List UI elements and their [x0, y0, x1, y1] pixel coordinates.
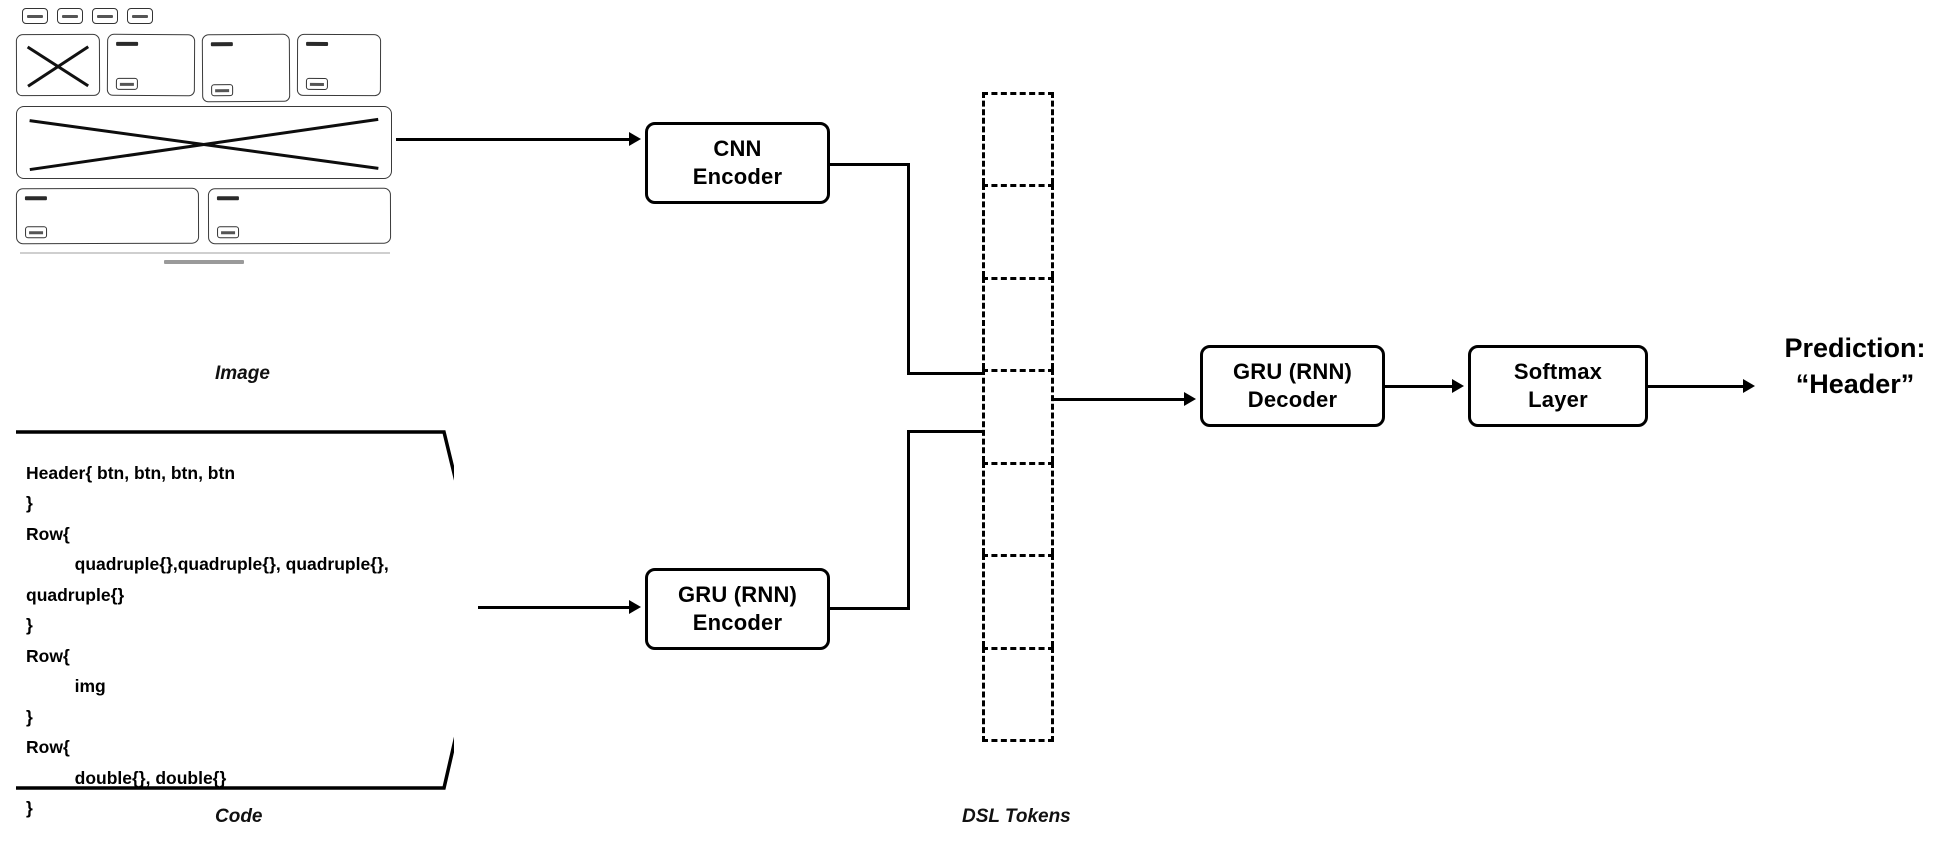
wireframe-card-button: [211, 84, 234, 97]
gru-decoder-block[interactable]: GRU (RNN) Decoder: [1200, 345, 1385, 427]
prediction-value: “Header”: [1795, 369, 1915, 400]
connector-code-to-gru-encoder: [478, 606, 629, 609]
dsl-token-cell[interactable]: [982, 461, 1054, 555]
wireframe-card-button: [305, 77, 328, 90]
input-code-block: Header{ btn, btn, btn, btn } Row{ quadru…: [14, 430, 454, 818]
dsl-token-cell[interactable]: [982, 92, 1054, 185]
cnn-encoder-label-line2: Encoder: [692, 164, 783, 189]
scribble-heading: [24, 196, 47, 201]
wireframe-button-row: [22, 8, 153, 24]
scribble-paragraph: [217, 208, 382, 209]
connector-image-to-cnn: [396, 138, 629, 141]
connector-cnn-out-h1: [830, 163, 910, 166]
wireframe-wide-card-1: [15, 187, 200, 245]
wireframe-card-button: [217, 226, 240, 239]
connector-gru-enc-out-h1: [830, 607, 910, 610]
dsl-token-column: [982, 92, 1054, 742]
wireframe-button-1: [22, 8, 48, 24]
gru-decoder-label-line2: Decoder: [1247, 387, 1338, 412]
wireframe-bottom-row: [15, 187, 392, 245]
dsl-token-cell[interactable]: [982, 554, 1054, 647]
wireframe-text-card-2: [201, 33, 291, 103]
wireframe-banner-placeholder: [16, 106, 392, 179]
input-image-wireframe: [14, 6, 396, 278]
dsl-token-cell[interactable]: [982, 369, 1054, 462]
wireframe-card-row: [15, 33, 382, 103]
wireframe-image-placeholder-card: [15, 33, 101, 97]
scribble-paragraph: [25, 208, 190, 209]
scribble-heading: [306, 41, 329, 46]
scribble-text: [97, 15, 113, 18]
wireframe-button-2: [57, 8, 83, 24]
gru-decoder-label-line1: GRU (RNN): [1232, 358, 1353, 384]
scribble-heading: [210, 42, 233, 47]
prediction-label: Prediction:: [1784, 333, 1926, 363]
connector-gru-enc-out-v: [907, 430, 910, 610]
code-block-outline: [16, 430, 454, 790]
arrow-head-decoder-to-softmax: [1452, 379, 1464, 393]
scribble-text: [62, 15, 78, 18]
arrow-head-softmax-to-prediction: [1743, 379, 1755, 393]
gru-encoder-label-line1: GRU (RNN): [677, 581, 798, 607]
dsl-token-cell[interactable]: [982, 184, 1054, 277]
wireframe-card-button: [25, 226, 48, 239]
wireframe-footer-divider: [20, 252, 390, 254]
softmax-label-line1: Softmax: [1513, 358, 1603, 384]
gru-encoder-label-line2: Encoder: [692, 610, 783, 635]
caption-dsl-tokens: DSL Tokens: [962, 806, 1071, 827]
dsl-token-cell[interactable]: [982, 646, 1054, 742]
connector-softmax-to-prediction: [1648, 385, 1743, 388]
gru-encoder-block[interactable]: GRU (RNN) Encoder: [645, 568, 830, 650]
wireframe-card-button: [115, 77, 138, 90]
softmax-label-line2: Layer: [1528, 387, 1588, 412]
wireframe-footer-text: [164, 260, 244, 264]
connector-gru-enc-out-h2: [907, 430, 985, 433]
caption-code: Code: [215, 806, 263, 827]
arrow-head-image-to-cnn: [629, 132, 641, 146]
arrow-head-tokens-to-decoder: [1184, 392, 1196, 406]
prediction-output: Prediction: “Header”: [1775, 330, 1935, 403]
arrow-head-code-to-gru-encoder: [629, 600, 641, 614]
connector-decoder-to-softmax: [1385, 385, 1452, 388]
cnn-encoder-block[interactable]: CNN Encoder: [645, 122, 830, 204]
cnn-encoder-label-line1: CNN: [713, 135, 762, 161]
connector-cnn-out-v: [907, 163, 910, 375]
scribble-heading: [216, 196, 239, 201]
code-block-text: Header{ btn, btn, btn, btn } Row{ quadru…: [26, 462, 389, 819]
wireframe-wide-card-2: [207, 187, 392, 245]
wireframe-text-card-3: [296, 33, 382, 97]
connector-cnn-out-h2: [907, 372, 985, 375]
wireframe-text-card-1: [106, 33, 196, 97]
dsl-token-cell[interactable]: [982, 276, 1054, 370]
scribble-heading: [116, 41, 139, 46]
wireframe-button-3: [92, 8, 118, 24]
softmax-layer-block[interactable]: Softmax Layer: [1468, 345, 1648, 427]
wireframe-button-4: [127, 8, 153, 24]
connector-tokens-to-decoder: [1054, 398, 1184, 401]
caption-image: Image: [215, 363, 270, 384]
scribble-text: [27, 15, 43, 18]
scribble-text: [132, 15, 148, 18]
